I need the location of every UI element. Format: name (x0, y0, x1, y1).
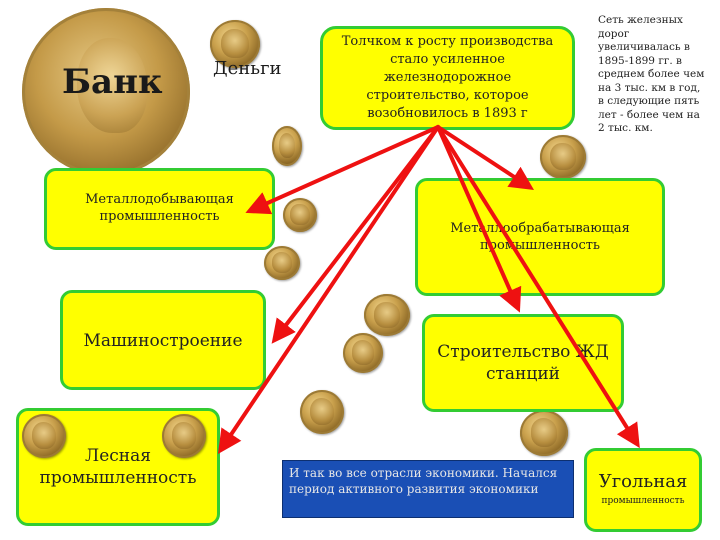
gold-coin-icon (22, 414, 66, 458)
railway-network-note: Сеть железных дорог увеличивалась в 1895… (598, 14, 705, 134)
railway-growth-box: Толчком к росту производства стало усиле… (320, 26, 575, 130)
other-sectors-text: И так во все отрасли экономики. Начался … (289, 466, 558, 496)
arrow-to-machine-building (271, 125, 440, 344)
gold-coin-icon (364, 294, 410, 336)
gold-coin-icon (162, 414, 206, 458)
metal-working-box: Металлообрабатывающая промышленность (415, 178, 665, 296)
arrow-to-railway-stations (436, 125, 522, 313)
coal-title: Угольная (598, 471, 688, 492)
railway-stations-label: Строительство ЖД станций (437, 342, 609, 384)
money-label: Деньги (213, 58, 282, 79)
arrow-to-coal (436, 125, 640, 449)
gold-coin-icon (272, 126, 302, 166)
gold-coin-icon (283, 198, 317, 232)
arrow-to-metal-working (436, 125, 535, 190)
coal-box: Угольная промышленность (584, 448, 702, 532)
gold-coin-large-icon (22, 8, 190, 176)
machine-building-box: Машиностроение (60, 290, 266, 390)
railway-stations-box: Строительство ЖД станций (422, 314, 624, 412)
gold-coin-icon (520, 410, 568, 456)
arrow-to-metal-mining (245, 125, 440, 215)
coal-subtitle: промышленность (601, 496, 685, 506)
arrow-to-forestry (217, 125, 440, 454)
gold-coin-icon (540, 135, 586, 179)
gold-coin-icon (210, 20, 260, 68)
metal-mining-label: Металлодобывающая промышленность (85, 192, 234, 224)
gold-coin-icon (264, 246, 300, 280)
bank-label: Банк (62, 62, 163, 102)
machine-building-label: Машиностроение (83, 331, 243, 351)
metal-mining-box: Металлодобывающая промышленность (44, 168, 275, 250)
gold-coin-icon (343, 333, 383, 373)
railway-growth-text: Толчком к росту производства стало усиле… (341, 34, 554, 121)
forestry-label: Лесная промышленность (39, 446, 197, 488)
gold-coin-icon (300, 390, 344, 434)
other-sectors-box: И так во все отрасли экономики. Начался … (282, 460, 574, 518)
